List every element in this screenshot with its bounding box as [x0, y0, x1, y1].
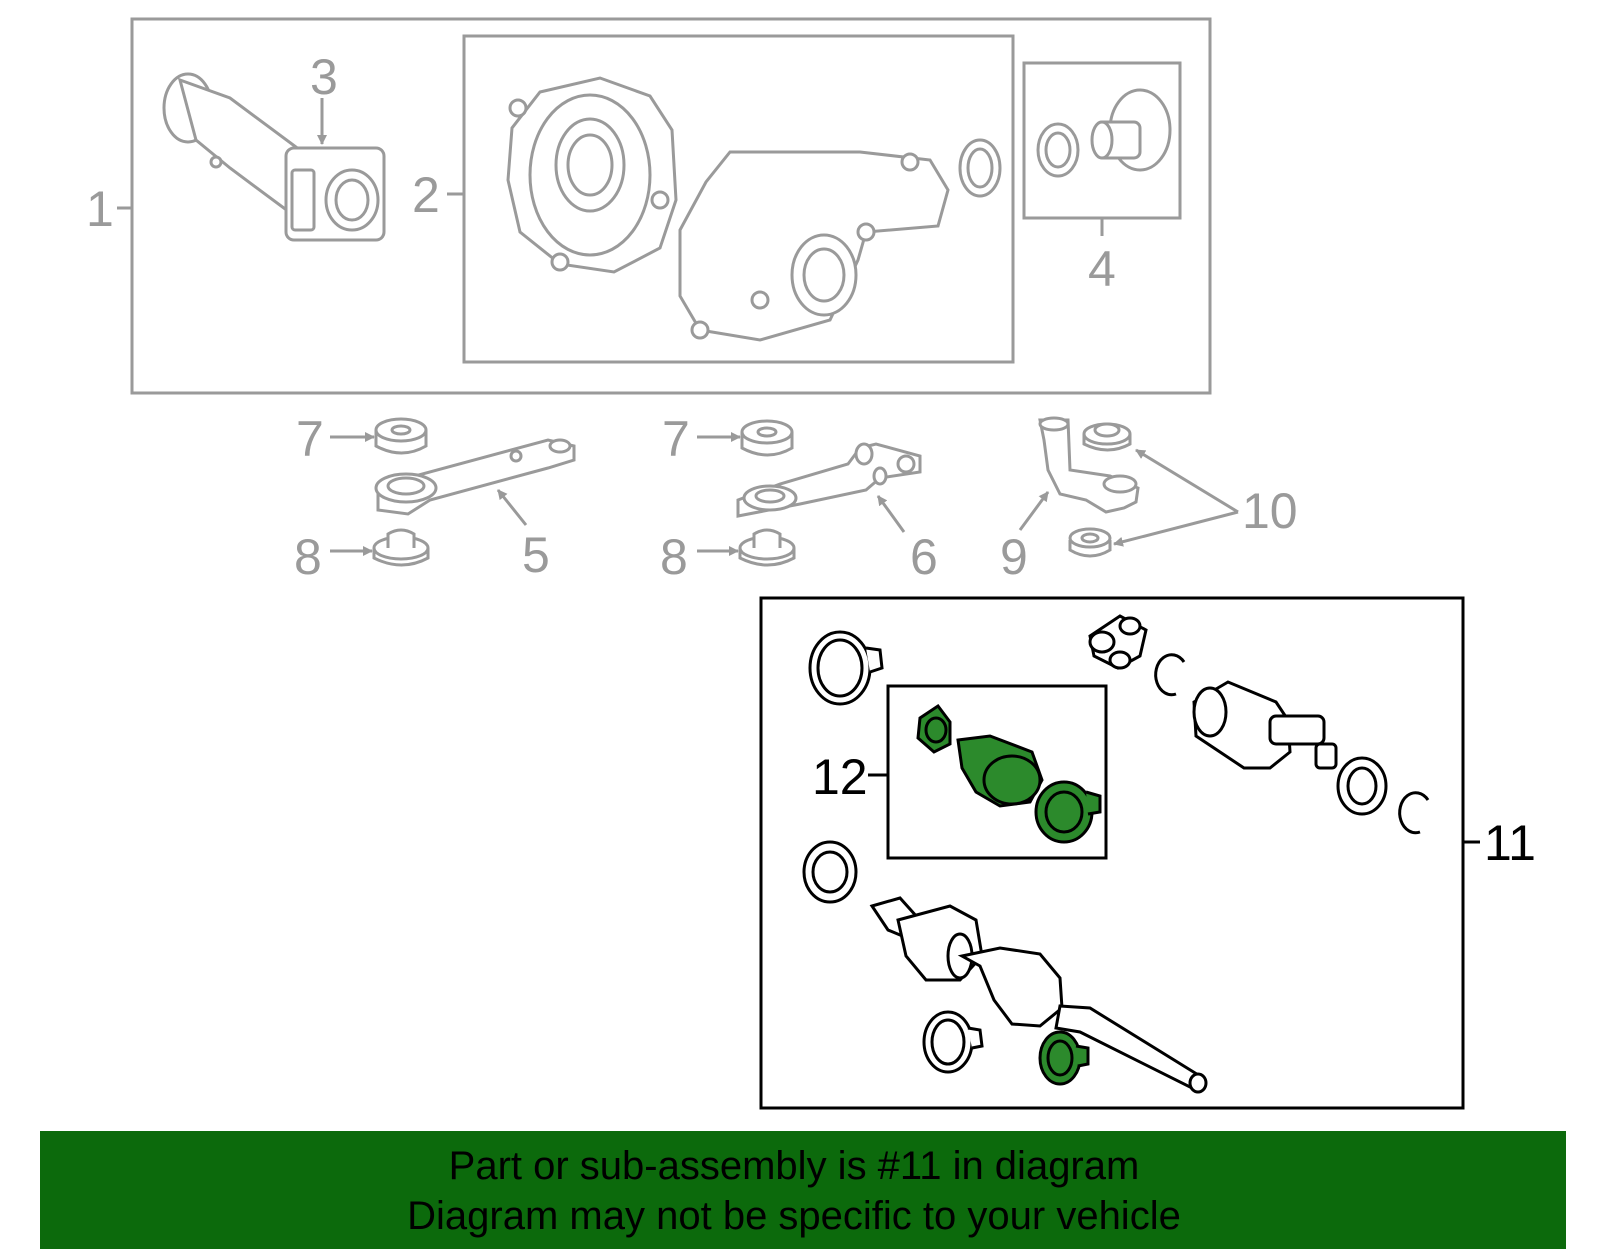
callout-1: 1 — [86, 181, 114, 237]
seal-flange-drawing — [1036, 88, 1172, 178]
info-banner: Part or sub-assembly is #11 in diagram D… — [40, 1131, 1566, 1249]
group-box-11 — [759, 596, 1465, 1110]
callout-7b: 7 — [662, 411, 690, 467]
callout-10: 10 — [1242, 483, 1298, 539]
seal-ring-drawing — [802, 840, 858, 904]
callout-12: 12 — [812, 749, 868, 805]
group-box-12 — [886, 684, 1108, 860]
boot-clamp-green-drawing — [1038, 1030, 1090, 1086]
boot-clamp-b-drawing — [922, 1010, 984, 1074]
callout-3: 3 — [310, 49, 338, 105]
callout-5: 5 — [522, 527, 550, 583]
callout-8b: 8 — [660, 529, 688, 585]
callout-11: 11 — [1484, 815, 1536, 871]
boot-clamp-drawing — [808, 630, 884, 706]
mount-bracket-6-drawing — [736, 442, 922, 518]
banner-line-1: Part or sub-assembly is #11 in diagram — [448, 1144, 1140, 1188]
callout-2: 2 — [412, 167, 440, 223]
axle-housing-drawing — [162, 72, 386, 242]
dust-seal-drawing — [1336, 756, 1388, 816]
callout-7a: 7 — [296, 411, 324, 467]
tripod-joint-drawing — [1088, 614, 1148, 670]
callout-6: 6 — [910, 529, 938, 585]
banner-line-2: Diagram may not be specific to your vehi… — [407, 1194, 1181, 1238]
callout-4: 4 — [1088, 241, 1116, 297]
boot-kit-drawing — [916, 703, 1102, 844]
bushing-10a-drawing — [1082, 422, 1132, 452]
drive-shaft-assembly-group — [759, 596, 1480, 1110]
differential-case-drawing — [506, 76, 1002, 342]
bushing-10b-drawing — [1068, 527, 1112, 558]
callout-8a: 8 — [294, 529, 322, 585]
bushing-8a-drawing — [372, 528, 430, 567]
bushing-7b-drawing — [740, 419, 794, 457]
mount-bracket-9-drawing — [1038, 416, 1140, 514]
snap-ring-b-drawing — [1398, 791, 1430, 835]
bushing-8b-drawing — [738, 528, 796, 567]
drive-shaft-drawing — [869, 896, 1208, 1094]
snap-ring-a-drawing — [1154, 653, 1186, 697]
bushing-7a-drawing — [374, 417, 428, 455]
outboard-joint-drawing — [1192, 680, 1338, 770]
carrier-assembly-group — [117, 17, 1239, 567]
callout-9: 9 — [1000, 529, 1028, 585]
group-box-1 — [130, 17, 1212, 395]
group-box-2 — [462, 34, 1015, 364]
mount-bracket-5-drawing — [374, 438, 576, 516]
